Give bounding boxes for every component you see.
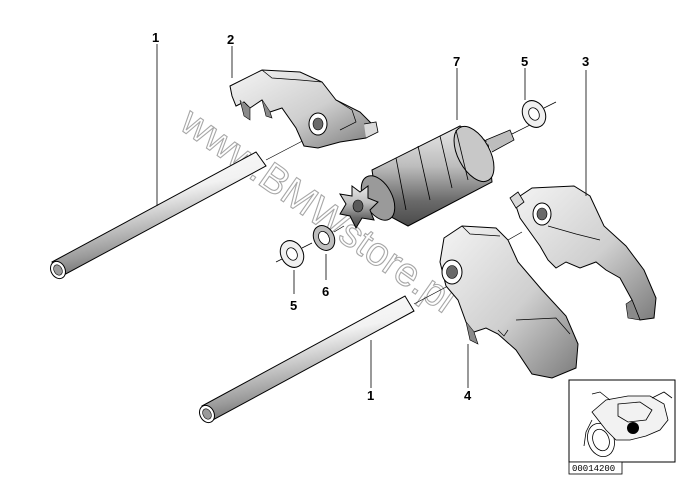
callout-2: 2 [227, 32, 234, 47]
callout-5-top: 5 [521, 54, 528, 69]
shift-drum-7 [339, 119, 541, 230]
callout-4: 4 [464, 388, 472, 403]
callout-3: 3 [582, 54, 589, 69]
washer-bottom-5 [275, 240, 313, 268]
diagram-number: 00014200 [572, 464, 615, 474]
shift-fork-4 [439, 225, 579, 379]
callout-6: 6 [322, 284, 329, 299]
shift-fork-3 [509, 185, 657, 321]
callout-1-top: 1 [152, 30, 159, 45]
callout-5-bottom: 5 [290, 298, 297, 313]
shift-fork-2 [229, 69, 379, 149]
motorcycle-thumbnail-icon [583, 391, 673, 457]
callout-7: 7 [453, 54, 460, 69]
washer-top-5 [521, 100, 557, 128]
leader-lines [156, 44, 587, 388]
selector-rod-bottom [199, 285, 449, 424]
location-inset: 00014200 [568, 379, 676, 475]
ring-6 [312, 225, 345, 251]
callout-1-bottom: 1 [367, 388, 374, 403]
selector-rod-top [50, 135, 313, 280]
location-marker [627, 422, 639, 434]
